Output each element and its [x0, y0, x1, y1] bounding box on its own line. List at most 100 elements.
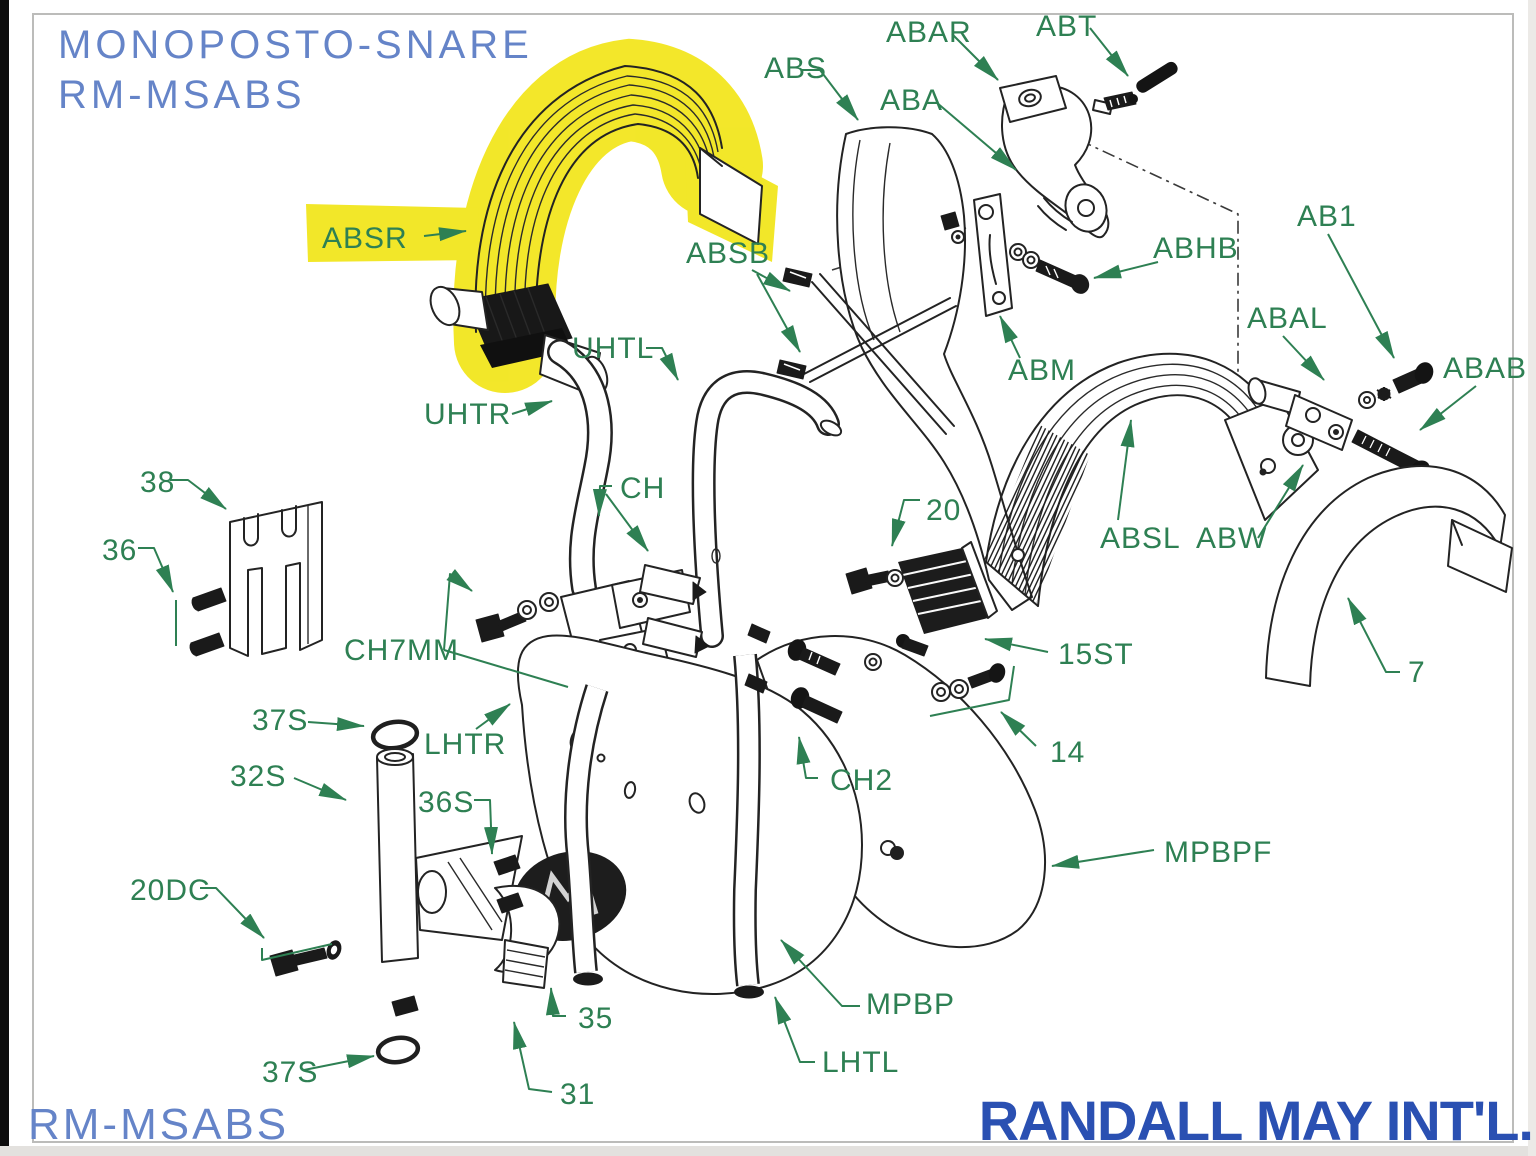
- label-ab1: AB1: [1297, 200, 1357, 233]
- leader-14: [1000, 711, 1037, 747]
- leader-ch7mm: [443, 568, 473, 651]
- part-absl-band: [984, 352, 1281, 607]
- leader-32s: [293, 777, 347, 801]
- leader-abhb: [1093, 261, 1159, 279]
- bracket-20dc: [261, 943, 333, 961]
- leader-15st: [984, 637, 1049, 653]
- leader-38: [170, 479, 227, 510]
- part-20-bolt: [845, 567, 904, 595]
- label-20: 20: [926, 494, 961, 527]
- ch7mm-bolt: [475, 592, 559, 643]
- label-abal: ABAL: [1247, 302, 1328, 335]
- label-36s: 36S: [418, 786, 474, 819]
- footer-doc-code: RM-MSABS: [28, 1100, 289, 1149]
- label-20dc: 20DC: [130, 874, 211, 907]
- label-abm: ABM: [1008, 354, 1076, 387]
- part-37s-ring-bottom: [375, 1035, 421, 1065]
- leader-ch2: [796, 736, 818, 779]
- part-aba-arm: [999, 61, 1178, 239]
- part-36s-screw-2: [496, 892, 524, 914]
- leader-mpbp: [780, 939, 860, 1007]
- leader-lines: [138, 27, 1477, 1093]
- label-ch: CH: [620, 472, 665, 505]
- leader-ab1: [1327, 233, 1395, 359]
- label-aba: ABA: [880, 84, 943, 117]
- label-absl: ABSL: [1100, 522, 1181, 555]
- label-ch7mm: CH7MM: [344, 634, 459, 667]
- label-mpbp: MPBP: [866, 988, 955, 1021]
- label-abw: ABW: [1196, 522, 1267, 555]
- leader-absb-1: [751, 269, 791, 292]
- titles: MONOPOSTO-SNARE RM-MSABS RM-MSABS RANDAL…: [28, 23, 1534, 1152]
- leader-36s: [474, 799, 498, 855]
- diagram-title-line1: MONOPOSTO-SNARE: [58, 23, 533, 67]
- leader-lhtr: [475, 703, 511, 730]
- leader-abt: [1089, 27, 1129, 77]
- leader-mpbpf: [1051, 849, 1155, 869]
- leader-lhtl: [774, 996, 815, 1063]
- part-31-35-clamp: [415, 835, 561, 989]
- leader-abab: [1419, 385, 1477, 431]
- leader-abal: [1282, 335, 1325, 381]
- label-7: 7: [1408, 656, 1426, 689]
- bracket-14: [929, 665, 1015, 717]
- label-abab: ABAB: [1443, 352, 1527, 385]
- part-ch2-bolts: [744, 623, 929, 724]
- part-lhtl-tube: [732, 653, 764, 999]
- part-uhtl-tube: [691, 370, 843, 648]
- part-lhtr-tube: [564, 684, 609, 986]
- label-14: 14: [1050, 736, 1085, 769]
- diagram-title-line2: RM-MSABS: [58, 73, 306, 117]
- label-mpbpf: MPBPF: [1164, 836, 1272, 869]
- leader-31: [513, 1021, 553, 1093]
- label-abhb: ABHB: [1153, 232, 1239, 265]
- leader-uhtr: [511, 400, 553, 417]
- leader-aba: [935, 101, 1017, 171]
- label-abs: ABS: [764, 52, 827, 85]
- label-32s: 32S: [230, 760, 286, 793]
- label-uhtl: UHTL: [572, 332, 654, 365]
- bracket-ch7mm: [443, 649, 569, 688]
- part-36-set-screws: [189, 587, 227, 657]
- leader-absb-2: [756, 273, 801, 353]
- leader-20dc: [200, 887, 265, 939]
- leader-abs: [802, 69, 859, 121]
- label-uhtr: UHTR: [424, 398, 511, 431]
- label-38: 38: [140, 466, 175, 499]
- label-absb: ABSB: [686, 237, 770, 270]
- part-abm-bar: [940, 193, 1090, 317]
- label-lhtr: LHTR: [424, 728, 506, 761]
- label-15st: 15ST: [1058, 638, 1134, 671]
- part-38-bracket: [229, 501, 323, 657]
- leader-absl: [1117, 419, 1135, 521]
- part-uhtr-tube: [547, 339, 613, 601]
- part-14-hardware: [931, 663, 1006, 702]
- part-37s-ring-top: [370, 719, 420, 751]
- leader-7: [1347, 597, 1400, 673]
- leader-abm: [999, 315, 1021, 359]
- leader-uhtl: [646, 347, 679, 381]
- label-abar: ABAR: [886, 16, 972, 49]
- label-abt: ABT: [1036, 10, 1097, 43]
- leader-37s-top: [307, 717, 365, 732]
- part-abt-screw: [1092, 61, 1178, 115]
- leader-ch-2: [605, 493, 649, 552]
- label-ch2: CH2: [830, 764, 893, 797]
- label-35: 35: [578, 1002, 613, 1035]
- brand-logotype: RANDALL MAY INT'L.: [979, 1089, 1533, 1152]
- leader-20: [891, 499, 920, 547]
- part-15st-block: [845, 541, 998, 634]
- part-abar-pad: [999, 75, 1067, 123]
- leader-37s-bottom: [303, 1054, 375, 1071]
- label-36: 36: [102, 534, 137, 567]
- leader-36: [138, 547, 174, 593]
- part-labels: ABSR ABSB ABS ABA ABAR ABT ABHB AB1 ABAL…: [102, 10, 1527, 1111]
- leader-absr: [423, 227, 467, 242]
- part-36s-screw-1: [493, 854, 521, 876]
- label-37s-top: 37S: [252, 704, 308, 737]
- leader-abw: [1257, 464, 1304, 539]
- leader-abar: [951, 33, 999, 81]
- leader-ch-1: [592, 485, 612, 517]
